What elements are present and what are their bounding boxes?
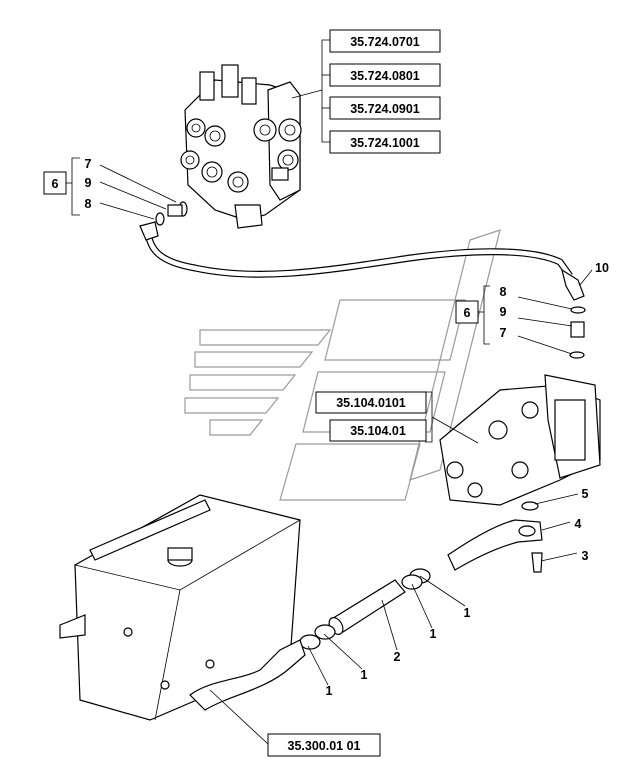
- lower-kit-group: 6 8 9 7: [455, 285, 507, 340]
- tank-reference-group: 35.300.01 01: [267, 733, 381, 757]
- lower-kit-item-1: 8: [500, 285, 507, 299]
- svg-text:35.724.0701: 35.724.0701: [350, 35, 420, 49]
- watermark-logo: [184, 229, 501, 501]
- ref-box-valve-3[interactable]: 35.724.0901: [329, 96, 441, 120]
- callout-clamp-b: 1: [430, 627, 437, 641]
- callouts: 10 5 4 3 1 1 2 1 1: [326, 261, 609, 698]
- callout-hose: 10: [595, 261, 609, 275]
- lower-fittings: [569, 306, 586, 359]
- kit-label-lower[interactable]: 6: [455, 300, 479, 324]
- lower-kit-item-2: 9: [500, 305, 507, 319]
- hydraulic-hose: [139, 221, 585, 301]
- ref-box-tank[interactable]: 35.300.01 01: [267, 733, 381, 757]
- ref-box-valve-1[interactable]: 35.724.0701: [329, 29, 441, 53]
- leader-lines: [66, 39, 593, 745]
- suction-tube: [299, 568, 431, 650]
- callout-oring: 5: [582, 487, 589, 501]
- ref-box-valve-4[interactable]: 35.724.1001: [329, 130, 441, 154]
- callout-tube: 2: [394, 650, 401, 664]
- svg-text:35.104.0101: 35.104.0101: [336, 396, 406, 410]
- ref-box-valve-2[interactable]: 35.724.0801: [329, 63, 441, 87]
- callout-clamp-c: 1: [361, 668, 368, 682]
- upper-kit-group: 6 7 9 8: [43, 157, 92, 211]
- callout-screw: 3: [582, 549, 589, 563]
- upper-kit-item-1: 7: [85, 157, 92, 171]
- svg-text:6: 6: [464, 306, 471, 320]
- kit-label-upper[interactable]: 6: [43, 171, 67, 195]
- svg-text:35.300.01 01: 35.300.01 01: [288, 739, 361, 753]
- hydraulic-pump: [439, 374, 601, 506]
- ref-box-pump-2[interactable]: 35.104.01: [329, 419, 427, 442]
- callout-clamp-a: 1: [464, 606, 471, 620]
- pump-reference-group: 35.104.0101 35.104.01: [315, 391, 427, 442]
- callout-elbow: 4: [575, 517, 582, 531]
- svg-text:6: 6: [52, 177, 59, 191]
- svg-text:35.724.0901: 35.724.0901: [350, 102, 420, 116]
- svg-text:35.104.01: 35.104.01: [350, 424, 406, 438]
- control-valve: [180, 64, 302, 229]
- hydraulic-tank: [59, 494, 306, 721]
- callout-clamp-d: 1: [326, 684, 333, 698]
- svg-text:35.724.0801: 35.724.0801: [350, 69, 420, 83]
- valve-reference-group: 35.724.0701 35.724.0801 35.724.0901 35.7…: [329, 29, 441, 154]
- upper-fittings: [155, 201, 188, 226]
- upper-kit-item-3: 8: [85, 197, 92, 211]
- ref-box-pump-1[interactable]: 35.104.0101: [315, 391, 427, 414]
- pump-outlet-parts: [447, 501, 543, 573]
- upper-kit-item-2: 9: [85, 176, 92, 190]
- svg-text:35.724.1001: 35.724.1001: [350, 136, 420, 150]
- lower-kit-item-3: 7: [500, 326, 507, 340]
